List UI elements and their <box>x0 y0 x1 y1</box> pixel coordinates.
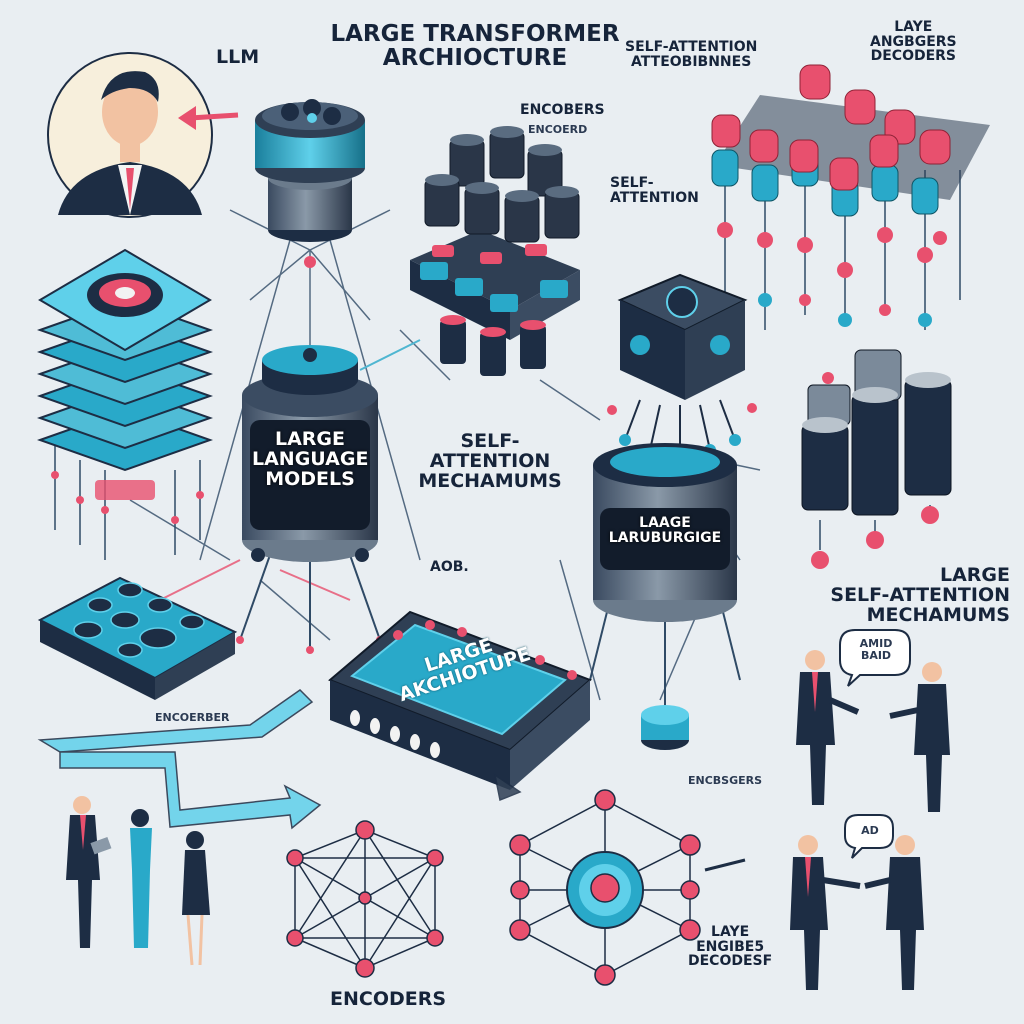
llm-label: LLM <box>216 46 260 68</box>
architecture-chip-icon <box>328 610 592 790</box>
page-title: LARGE TRANSFORMER ARCHIOCTURE <box>330 21 620 72</box>
bubble-2-text: AD <box>861 824 879 837</box>
encoder-blocks-icon <box>410 126 580 376</box>
encbsgers-label: ENCBSGERS <box>688 774 763 787</box>
encoders-top-sub-label: ENCOERD <box>528 123 588 136</box>
encoders-bottom-label: ENCODERS <box>330 988 447 1010</box>
transformer-stack-icon <box>255 99 365 268</box>
network-graph-icon <box>286 820 444 978</box>
people-group-icon <box>66 650 950 990</box>
laage-cylinder-label: LAAGE LARUBURGIGE <box>608 515 722 546</box>
self-attention-top-label: SELF-ATTENTION ATTEOBIBNNES <box>625 39 758 70</box>
llm-cylinder-label: LARGE LANGUAGE MODELS <box>252 428 369 490</box>
self-attention-mid-label: SELF- ATTENTION <box>610 175 699 206</box>
bubble-1-text: AMID BAID <box>859 637 893 662</box>
speech-bubble-icon <box>839 629 911 859</box>
arrow-icon <box>178 106 239 130</box>
node-graph-icon <box>509 789 746 986</box>
attention-heads-icon <box>711 64 990 330</box>
layer-stack-icon <box>36 248 214 560</box>
self-attention-center-label: SELF- ATTENTION MECHAMUMS <box>418 430 562 492</box>
aob-label: AOB. <box>430 559 469 575</box>
flow-arrow-icon <box>37 689 522 830</box>
processor-cube-icon <box>607 273 757 461</box>
llm-cylinder-icon <box>236 345 384 654</box>
top-right-label: LAYE ANGBGERS DECODERS <box>870 19 957 65</box>
laage-cylinder-icon <box>589 443 741 750</box>
battery-column-icon <box>801 349 952 569</box>
businessman-portrait-icon <box>47 52 213 218</box>
encoders-top-label: ENCOBERS <box>520 102 605 118</box>
bottom-right-label: LAYE ENGIBE5 DECODESF <box>688 924 773 970</box>
chip-panel-icon <box>37 576 238 700</box>
slab-tag-label: ENCOERBER <box>155 711 230 724</box>
right-block-label: LARGE SELF-ATTENTION MECHAMUMS <box>830 564 1010 626</box>
